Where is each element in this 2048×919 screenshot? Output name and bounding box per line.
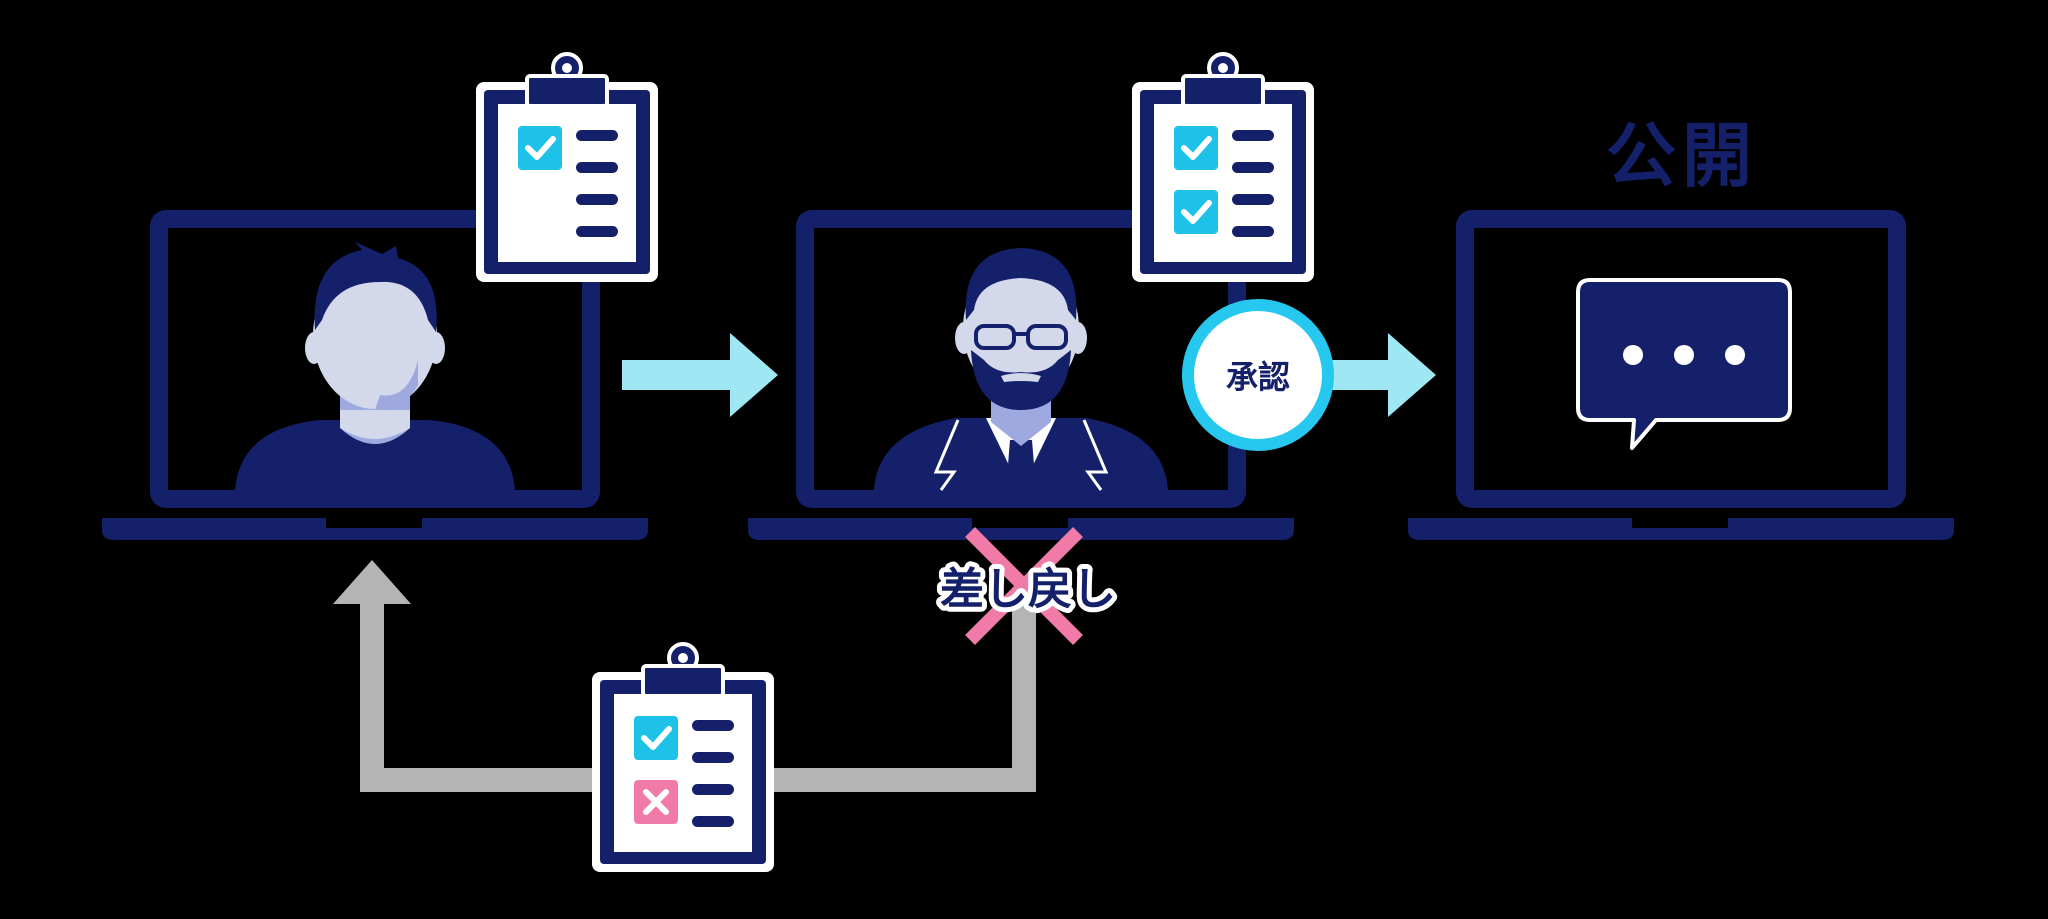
approve-badge: 承認 (1182, 299, 1334, 451)
check-icon (1174, 190, 1218, 234)
writer-laptop (102, 210, 648, 540)
reviewer-laptop (748, 210, 1294, 540)
clipboard-icon (590, 642, 776, 874)
cross-icon (965, 527, 1083, 645)
send-back-label: 差し戻し (940, 564, 1116, 615)
clipboard-icon (1130, 52, 1316, 284)
check-icon (1174, 126, 1218, 170)
ellipsis-icon (1623, 345, 1745, 365)
send-back-marker: 差し戻し (935, 527, 1121, 645)
forward-arrow (622, 333, 778, 417)
approve-arrow (1320, 333, 1436, 417)
publish-laptop (1408, 210, 1954, 540)
reviewer-avatar (874, 248, 1168, 491)
check-icon (518, 126, 562, 170)
clipboard-icon (474, 52, 660, 284)
writer-avatar (235, 242, 515, 490)
publish-title: 公開 (1606, 115, 1758, 197)
chat-bubble-icon (1576, 278, 1792, 450)
check-icon (634, 716, 678, 760)
approve-label: 承認 (1226, 358, 1290, 396)
cross-icon (634, 780, 678, 824)
